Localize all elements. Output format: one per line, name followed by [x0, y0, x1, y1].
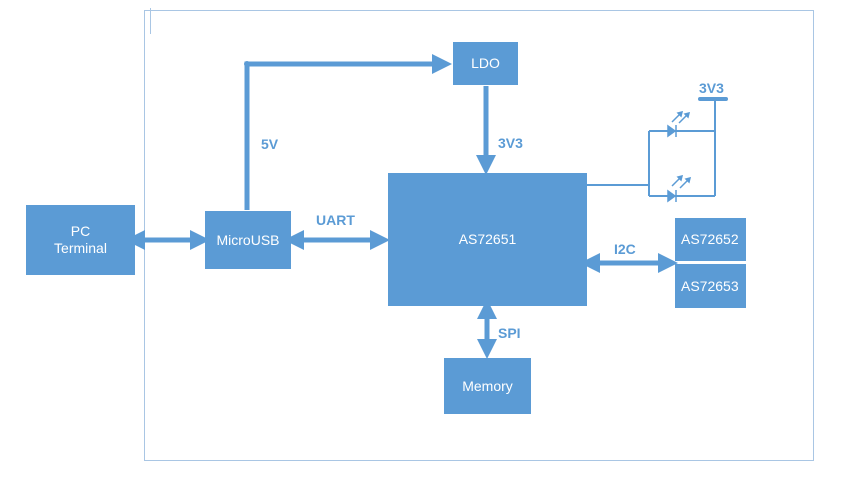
led-circuit [587, 97, 728, 197]
pc-terminal-block: PC Terminal [26, 205, 135, 275]
microusb-block: MicroUSB [205, 211, 291, 269]
label-5v: 5V [261, 136, 279, 152]
as72652-block: AS72652 [675, 218, 746, 261]
led-diode-icon [667, 174, 692, 203]
led-diode-icon [667, 110, 691, 138]
label-3v3-ldo: 3V3 [498, 135, 523, 151]
label-spi: SPI [498, 325, 521, 341]
power-5v-junction [244, 61, 250, 67]
label-i2c: I2C [614, 241, 636, 257]
board-outline-notch [150, 8, 151, 34]
as72653-block: AS72653 [675, 264, 746, 308]
ldo-block: LDO [453, 42, 518, 85]
as72651-block: AS72651 [388, 173, 587, 306]
label-uart: UART [316, 212, 355, 228]
label-3v3-led: 3V3 [699, 80, 724, 96]
memory-block: Memory [444, 358, 531, 414]
